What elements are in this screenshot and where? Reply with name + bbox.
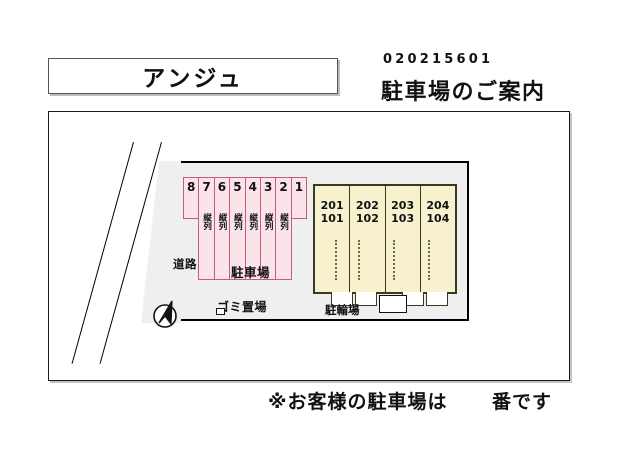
customer-parking-note: ※お客様の駐車場は bbox=[268, 391, 448, 413]
garbage-area-label: ゴミ置場 bbox=[217, 300, 268, 314]
property-name: アンジュ bbox=[142, 66, 244, 92]
parking-space-tandem: 縦列 bbox=[201, 213, 212, 230]
unit-walkway bbox=[334, 240, 337, 280]
building-unit[interactable]: 201 101 bbox=[315, 186, 354, 306]
unit-number-upper: 202 bbox=[355, 199, 379, 212]
bicycle-parking-label: 駐輪場 bbox=[325, 303, 360, 317]
road-edge-outer bbox=[71, 142, 134, 364]
unit-number-lower: 102 bbox=[355, 212, 379, 225]
north-arrow-icon bbox=[149, 293, 183, 329]
property-name-box: アンジュ bbox=[48, 58, 338, 94]
parking-space-number: 7 bbox=[202, 180, 211, 194]
document-code: 020215601 bbox=[383, 52, 494, 67]
parking-space-number: 3 bbox=[263, 180, 273, 194]
building-unit[interactable]: 204 104 bbox=[421, 186, 455, 306]
parking-space-tandem: 縦列 bbox=[263, 213, 274, 230]
parking-space-tandem: 縦列 bbox=[232, 213, 243, 230]
garbage-area-marker bbox=[216, 308, 225, 315]
parking-space[interactable]: 5 縦列 bbox=[229, 177, 246, 280]
building-unit[interactable]: 203 103 bbox=[386, 186, 424, 306]
parking-space[interactable]: 7 縦列 bbox=[198, 177, 215, 280]
parking-space-tandem: 縦列 bbox=[247, 213, 258, 230]
parking-space-row: 8 7 縦列 6 縦列 5 縦列 4 縦列 3 縦列 2 縦列 1 bbox=[183, 177, 308, 280]
parking-space-tandem: 縦列 bbox=[278, 213, 289, 230]
document-title: 駐車場のご案内 bbox=[381, 80, 546, 105]
parking-space[interactable]: 8 bbox=[183, 177, 200, 219]
unit-entrance bbox=[425, 292, 448, 306]
parking-space-number: 8 bbox=[187, 180, 196, 194]
parking-space-number: 4 bbox=[248, 180, 257, 194]
unit-number-upper: 204 bbox=[426, 199, 450, 212]
road-label: 道路 bbox=[173, 257, 197, 271]
unit-number-lower: 101 bbox=[320, 212, 344, 225]
unit-number-lower: 103 bbox=[391, 212, 415, 225]
unit-entrance bbox=[331, 292, 354, 306]
unit-number-lower: 104 bbox=[426, 212, 450, 225]
parking-space-number: 1 bbox=[294, 180, 304, 194]
bicycle-parking-area bbox=[379, 295, 407, 313]
apartment-building: 201 101 202 102 203 103 204 104 bbox=[313, 184, 457, 306]
parking-space-number: 6 bbox=[217, 180, 227, 194]
parking-area-label: 駐車場 bbox=[231, 265, 271, 280]
site-map-frame: 道路 8 7 縦列 6 縦列 5 縦列 4 縦列 3 bbox=[48, 111, 570, 381]
unit-walkway bbox=[428, 240, 431, 280]
parking-space[interactable]: 1 bbox=[290, 177, 308, 219]
unit-walkway bbox=[357, 240, 360, 280]
parking-space-tandem: 縦列 bbox=[216, 213, 227, 230]
building-unit[interactable]: 202 102 bbox=[350, 186, 386, 306]
customer-parking-suffix: 番です bbox=[492, 391, 553, 413]
unit-walkway bbox=[393, 240, 396, 280]
parking-space[interactable]: 2 縦列 bbox=[275, 177, 292, 280]
parking-space-number: 2 bbox=[279, 180, 288, 194]
unit-number-upper: 201 bbox=[320, 199, 344, 212]
parking-space-number: 5 bbox=[233, 180, 242, 194]
unit-entrance bbox=[355, 292, 378, 306]
unit-number-upper: 203 bbox=[391, 199, 415, 212]
parking-space[interactable]: 6 縦列 bbox=[213, 177, 231, 280]
